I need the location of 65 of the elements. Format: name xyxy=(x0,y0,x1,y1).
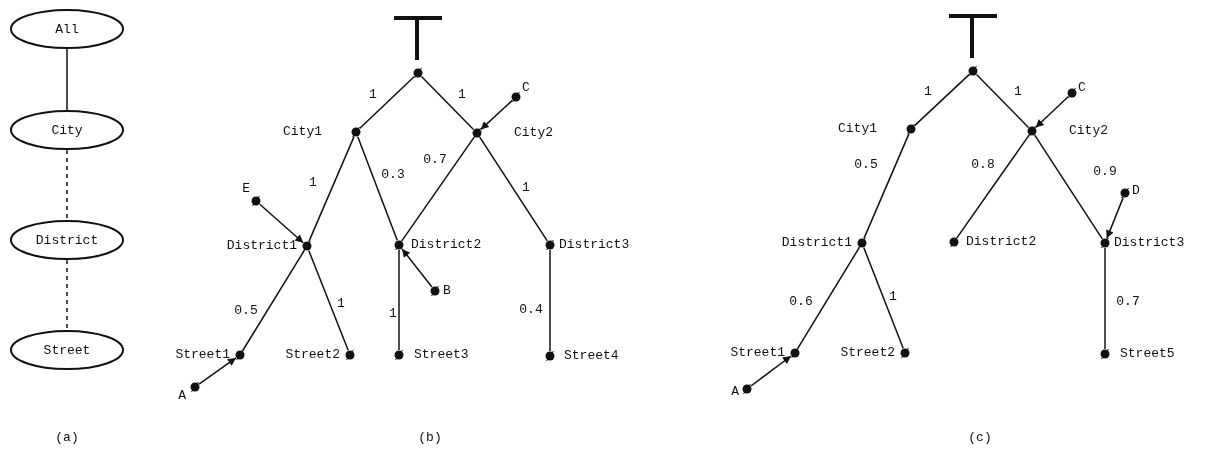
connector-line xyxy=(357,135,398,242)
connector-line xyxy=(66,149,68,221)
connector-line xyxy=(358,75,416,130)
connector-line xyxy=(66,48,68,111)
panel-label: (a) xyxy=(55,431,79,445)
connector-line xyxy=(1034,134,1103,240)
point-label: A xyxy=(731,385,739,399)
point-label: City2 xyxy=(1069,124,1108,138)
level-name: District xyxy=(34,231,100,250)
connector-line xyxy=(975,73,1030,129)
connector-line xyxy=(308,249,349,352)
connector-line xyxy=(420,75,475,131)
point-label: City2 xyxy=(514,126,553,140)
point-label: District1 xyxy=(781,236,852,250)
level-ellipse xyxy=(10,9,124,49)
point-label: Street2 xyxy=(840,346,895,360)
point-label: D xyxy=(1132,184,1140,198)
point-label: E xyxy=(242,182,250,196)
panel-label: (b) xyxy=(418,431,442,445)
connector-line xyxy=(479,136,548,242)
point-label: Street5 xyxy=(1120,347,1175,361)
connector-line xyxy=(863,246,904,350)
connector-line xyxy=(401,136,475,242)
connector-line xyxy=(913,73,971,127)
connector-line xyxy=(796,246,861,350)
point-label: City1 xyxy=(283,125,322,139)
point-label: District2 xyxy=(411,238,482,252)
point-label: District3 xyxy=(559,238,630,252)
arrow xyxy=(1106,196,1124,240)
point-label: Street2 xyxy=(285,348,340,362)
point-label: A xyxy=(178,389,186,403)
point-label: C xyxy=(522,81,530,95)
arrow xyxy=(479,99,514,131)
connector-line xyxy=(66,259,68,331)
point-label: District3 xyxy=(1114,236,1185,250)
level-ellipse xyxy=(10,220,124,260)
point-label: District1 xyxy=(226,239,297,253)
panel-label: (c) xyxy=(968,431,992,445)
point-label: Street1 xyxy=(730,346,785,360)
point-label: District2 xyxy=(966,235,1037,249)
point-label: Street1 xyxy=(175,348,230,362)
arrow xyxy=(198,357,237,385)
arrow xyxy=(401,248,433,288)
point-label: Street3 xyxy=(414,348,469,362)
arrow xyxy=(259,203,304,244)
connector-line xyxy=(241,249,306,352)
point-marker xyxy=(968,66,978,76)
level-ellipse xyxy=(10,330,124,370)
connector-line xyxy=(308,135,355,243)
connector-line xyxy=(398,249,400,351)
level-name: City xyxy=(50,121,84,140)
level-name: All xyxy=(54,20,80,39)
connector-line xyxy=(1104,247,1106,350)
arrow xyxy=(750,355,792,387)
level-name: Street xyxy=(42,341,92,360)
point-marker xyxy=(413,68,423,78)
point-label: City1 xyxy=(838,122,877,136)
point-label: B xyxy=(443,284,451,298)
connector-line xyxy=(956,134,1030,239)
point-label: C xyxy=(1078,81,1086,95)
point-label: Street4 xyxy=(564,349,619,363)
level-ellipse xyxy=(10,110,124,150)
connector-line xyxy=(549,249,551,352)
connector-line xyxy=(863,132,910,240)
arrow xyxy=(1034,95,1070,129)
